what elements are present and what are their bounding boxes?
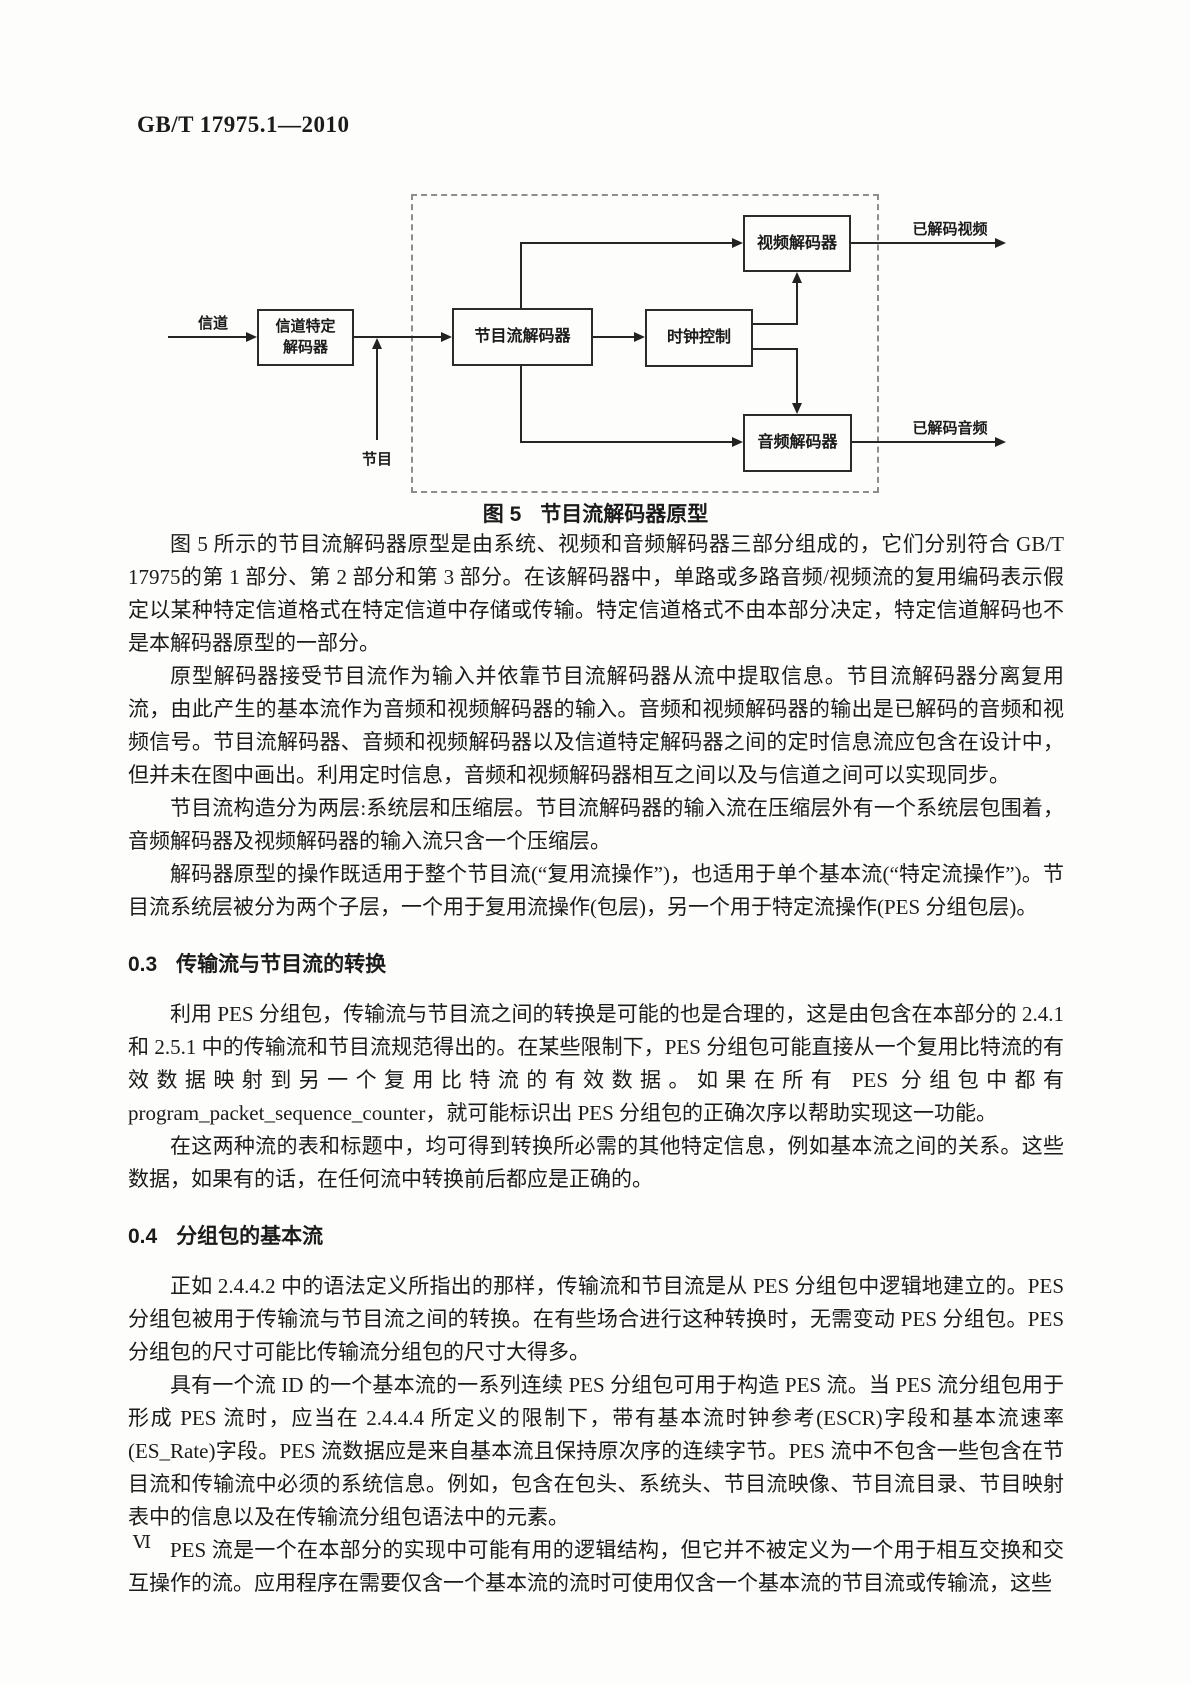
arrowhead-channel-input <box>246 332 257 342</box>
program-stream-decoder-text: 节目流解码器 <box>474 328 571 346</box>
channel-specific-decoder-line1: 信道特定 <box>275 319 336 336</box>
clock-control-box: 时钟控制 <box>645 309 753 367</box>
paragraph-0-3-1: 利用 PES 分组包，传输流与节目流之间的转换是可能的也是合理的，这是由包含在本… <box>128 1002 1064 1125</box>
connector-program-riser <box>376 347 378 440</box>
connector-decoded-video-out <box>851 242 998 244</box>
figure-caption: 图 5 节目流解码器原型 <box>0 498 1191 528</box>
connector-psd-top-riser <box>520 242 522 308</box>
connector-decoded-audio-out <box>852 441 998 443</box>
decoder-boundary-dashed-frame <box>411 194 879 493</box>
arrowhead-csd-to-psd <box>441 332 452 342</box>
arrowhead-decoded-audio-out <box>995 437 1006 447</box>
decoded-video-label: 已解码视频 <box>912 222 988 238</box>
video-decoder-box: 视频解码器 <box>743 215 851 272</box>
page-number: Ⅵ <box>133 1532 152 1552</box>
paragraph-0-4-3: PES 流是一个在本部分的实现中可能有用的逻辑结构，但它并不被定义为一个用于相互… <box>128 1538 1064 1595</box>
section-0-4-number: 0.4 <box>128 1225 158 1248</box>
arrowhead-clock-to-audio <box>792 403 802 414</box>
arrowhead-bottom-branch <box>732 437 743 447</box>
decoded-audio-label: 已解码音频 <box>912 421 988 437</box>
audio-decoder-box: 音频解码器 <box>743 414 852 472</box>
connector-top-branch <box>520 242 734 244</box>
channel-label: 信道 <box>197 316 228 332</box>
arrowhead-program-riser <box>372 338 382 349</box>
connector-channel-input <box>168 336 250 338</box>
paragraph-intro-2: 原型解码器接受节目流作为输入并依靠节目流解码器从流中提取信息。节目流解码器分离复… <box>128 664 1064 787</box>
channel-specific-decoder-box: 信道特定 解码器 <box>257 309 354 366</box>
paragraph-0-3-2: 在这两种流的表和标题中，均可得到转换所必需的其他特定信息，例如基本流之间的关系。… <box>128 1134 1064 1191</box>
paragraph-intro-3: 节目流构造分为两层:系统层和压缩层。节目流解码器的输入流在压缩层外有一个系统层包… <box>128 796 1064 853</box>
section-0-3-title: 传输流与节目流的转换 <box>176 953 387 976</box>
section-heading-0-4: 0.4 分组包的基本流 <box>128 1220 1064 1253</box>
connector-psd-to-clock <box>593 336 637 338</box>
body-text: 图 5 所示的节目流解码器原型是由系统、视频和音频解码器三部分组成的，它们分别符… <box>128 528 1064 1600</box>
connector-csd-to-psd <box>354 336 444 338</box>
connector-bottom-branch <box>520 441 734 443</box>
figure-5-diagram: 信道 信道特定 解码器 节目 节目流解码器 时钟控制 <box>0 0 1191 530</box>
paragraph-0-4-1: 正如 2.4.4.2 中的语法定义所指出的那样，传输流和节目流是从 PES 分组… <box>128 1274 1064 1364</box>
clock-control-text: 时钟控制 <box>666 329 731 347</box>
arrowhead-clock-to-video <box>792 272 802 283</box>
program-label: 节目 <box>361 452 392 468</box>
audio-decoder-text: 音频解码器 <box>757 434 838 452</box>
channel-specific-decoder-line2: 解码器 <box>282 339 328 356</box>
section-0-4-title: 分组包的基本流 <box>176 1225 324 1248</box>
connector-psd-bottom-riser <box>520 366 522 443</box>
connector-clock-lower-stub <box>753 348 798 350</box>
paragraph-intro-1: 图 5 所示的节目流解码器原型是由系统、视频和音频解码器三部分组成的，它们分别符… <box>128 532 1064 655</box>
paragraph-0-4-2: 具有一个流 ID 的一个基本流的一系列连续 PES 分组包可用于构造 PES 流… <box>128 1373 1064 1529</box>
section-heading-0-3: 0.3 传输流与节目流的转换 <box>128 948 1064 981</box>
connector-clock-video-riser <box>796 280 798 325</box>
standard-number-header: GB/T 17975.1—2010 <box>137 112 350 137</box>
program-stream-decoder-box: 节目流解码器 <box>452 308 593 366</box>
connector-clock-audio-riser <box>796 348 798 405</box>
section-0-3-number: 0.3 <box>128 953 158 976</box>
figure-caption-number: 图 5 <box>482 503 522 526</box>
video-decoder-text: 视频解码器 <box>756 234 837 252</box>
arrowhead-top-branch <box>732 238 743 248</box>
paragraph-intro-4: 解码器原型的操作既适用于整个节目流(“复用流操作”)，也适用于单个基本流(“特定… <box>128 862 1064 919</box>
connector-clock-upper-stub <box>753 323 798 325</box>
figure-caption-title: 节目流解码器原型 <box>540 503 709 526</box>
arrowhead-psd-to-clock <box>634 332 645 342</box>
arrowhead-decoded-video-out <box>995 238 1006 248</box>
